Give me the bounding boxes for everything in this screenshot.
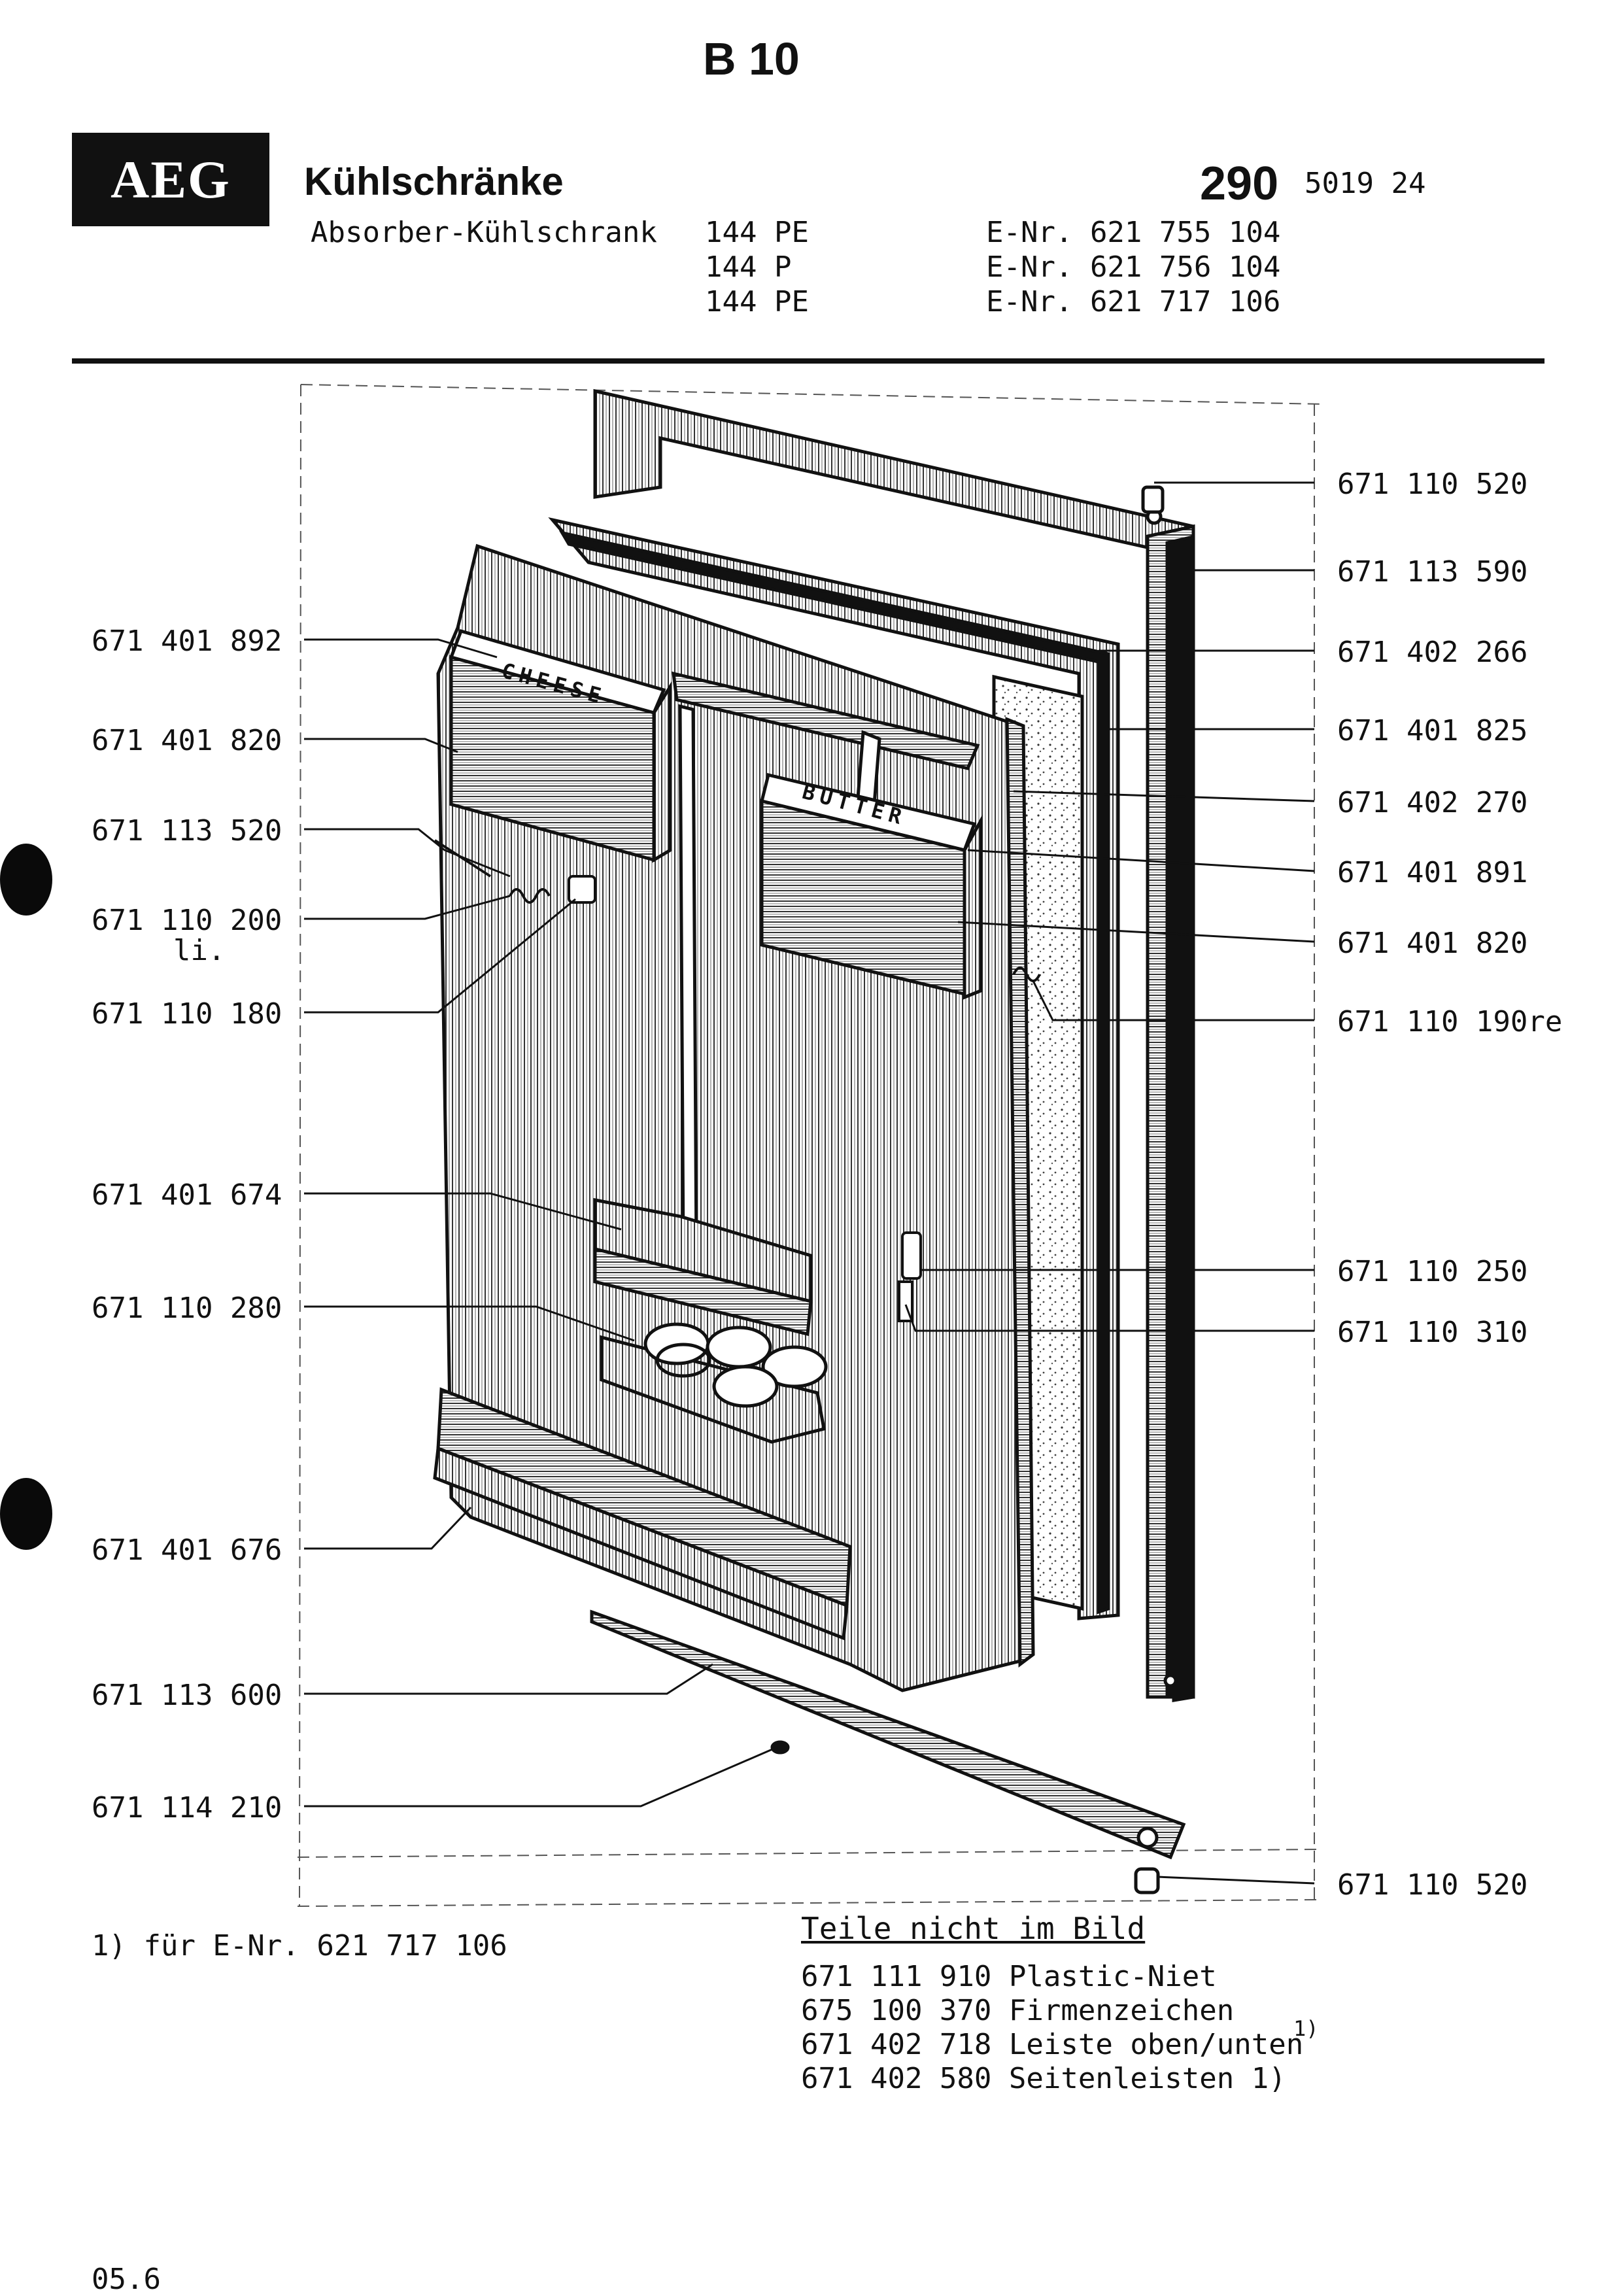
not-pictured-item: 675 100 370 Firmenzeichen xyxy=(801,1994,1235,2027)
butter-compartment: BUTTER xyxy=(759,772,983,1000)
part-callout: 671 402 270 xyxy=(1337,786,1528,819)
part-callout: 671 110 520 xyxy=(1337,1868,1528,1902)
punch-hole xyxy=(0,844,52,916)
aeg-logo: AEG xyxy=(72,133,269,226)
part-callout-note: li. xyxy=(173,934,226,967)
e-number: E-Nr. 621 755 104 xyxy=(986,216,1281,249)
part-callout: 671 110 310 xyxy=(1337,1316,1528,1349)
part-callout: 671 402 266 xyxy=(1337,636,1528,669)
punch-hole xyxy=(0,1478,52,1550)
not-pictured-item: 671 402 718 Leiste oben/unten xyxy=(801,2028,1304,2061)
part-callout: 671 401 820 xyxy=(92,724,282,757)
part-callout: 671 401 825 xyxy=(1337,714,1528,747)
part-callout: 671 113 600 xyxy=(92,1679,282,1712)
part-callout: 671 110 180 xyxy=(92,997,282,1031)
page-subtitle: Absorber-Kühlschrank xyxy=(311,216,657,249)
page-footer-code: 05.6 xyxy=(92,2263,161,2296)
part-callout: 671 110 200 xyxy=(92,904,282,937)
part-callout: 671 113 590 xyxy=(1337,555,1528,589)
hinge-parts xyxy=(434,839,1041,1322)
footnote-marker: 1) xyxy=(1293,2016,1319,2041)
model-number: 144 PE xyxy=(705,216,809,249)
part-callout: 671 110 190re xyxy=(1337,1005,1563,1038)
e-number: E-Nr. 621 717 106 xyxy=(986,285,1281,318)
bottom-strip xyxy=(590,1609,1186,1894)
doc-number: 290 xyxy=(1200,158,1279,210)
model-number: 144 PE xyxy=(705,285,809,318)
leader-lines xyxy=(304,638,777,1808)
part-callout: 671 113 520 xyxy=(92,814,282,848)
page-code: B 10 xyxy=(703,33,800,84)
part-callout: 671 401 820 xyxy=(1337,927,1528,960)
e-number: E-Nr. 621 756 104 xyxy=(986,250,1281,284)
model-number: 144 P xyxy=(705,250,792,284)
header-divider xyxy=(72,358,1544,364)
part-callout: 671 401 674 xyxy=(92,1178,282,1212)
not-pictured-item: 671 111 910 Plastic-Niet xyxy=(801,1960,1217,1993)
doc-suffix: 5019 24 xyxy=(1305,167,1426,200)
part-callout: 671 110 280 xyxy=(92,1292,282,1325)
aeg-logo-text: AEG xyxy=(111,150,231,209)
leader-lines xyxy=(904,481,1315,1885)
page-title: Kühlschränke xyxy=(304,160,564,203)
cheese-compartment: CHEESE xyxy=(449,628,672,863)
door-frame xyxy=(593,388,1195,1702)
part-callout: 671 110 250 xyxy=(1337,1255,1528,1288)
part-callout: 671 401 676 xyxy=(92,1534,282,1567)
footnote: 1) für E-Nr. 621 717 106 xyxy=(92,1929,507,1962)
part-callout: 671 114 210 xyxy=(92,1791,282,1825)
drawing-frame xyxy=(297,384,1325,1907)
bottom-shelf xyxy=(433,1387,852,1641)
not-pictured-item: 671 402 580 Seitenleisten 1) xyxy=(801,2062,1286,2095)
egg-tray xyxy=(593,1197,828,1444)
part-callout: 671 401 891 xyxy=(1337,856,1528,889)
part-callout: 671 401 892 xyxy=(92,625,282,658)
not-pictured-heading: Teile nicht im Bild xyxy=(801,1911,1146,1946)
part-callout: 671 110 520 xyxy=(1337,468,1528,501)
